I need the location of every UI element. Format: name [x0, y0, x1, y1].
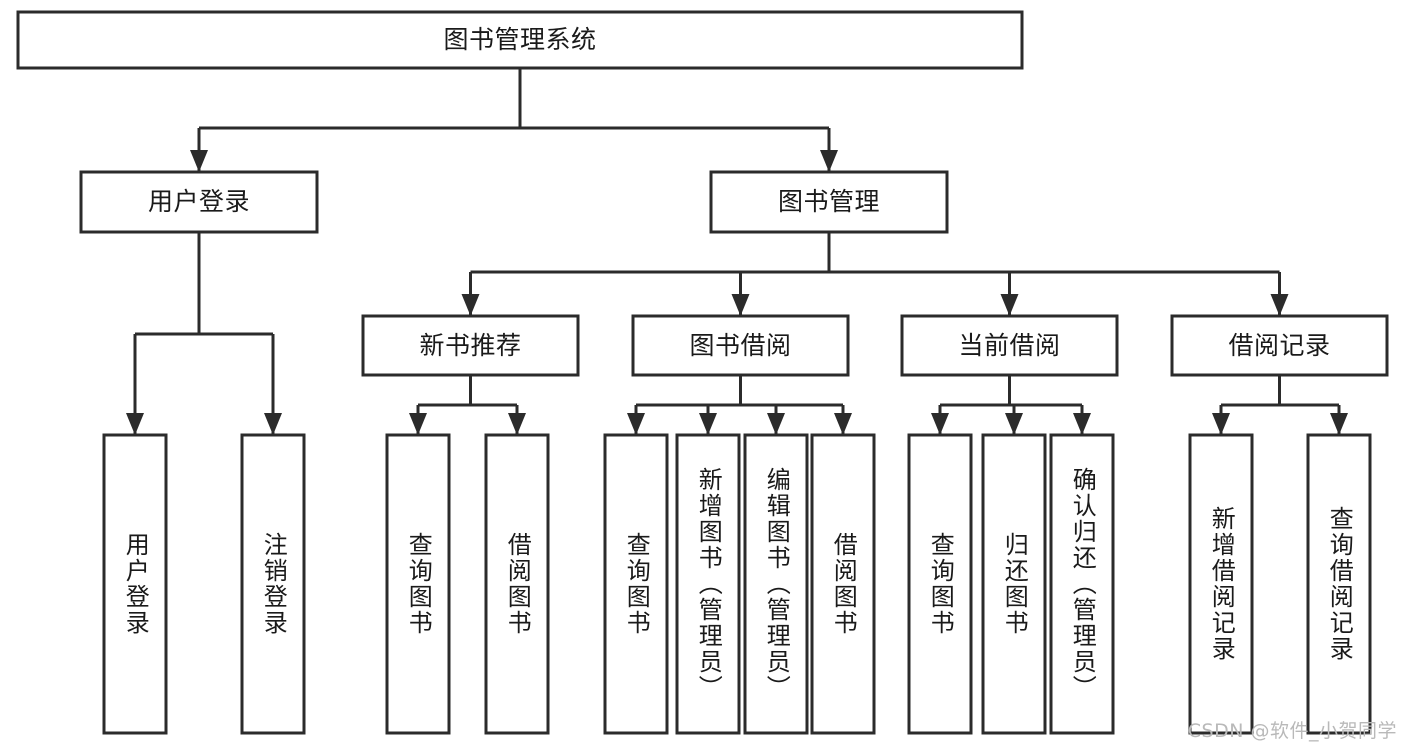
node-box-leaf-add-record[interactable]: [1188, 433, 1254, 735]
node-box-leaf-confirm-return[interactable]: [1049, 433, 1115, 735]
node-box-current-borrow[interactable]: [900, 314, 1119, 377]
arrow-head-icon-leaf-user-login: [126, 413, 144, 435]
arrow-head-icon-leaf-user-logout: [264, 413, 282, 435]
node-box-new-book-rec[interactable]: [361, 314, 580, 377]
arrow-head-icon-leaf-edit-book: [767, 413, 785, 435]
node-box-leaf-borrow-book-rec[interactable]: [484, 433, 550, 735]
arrow-head-icon-leaf-query-record: [1330, 413, 1348, 435]
arrow-head-icon-leaf-query-book-rec: [409, 413, 427, 435]
node-box-leaf-query-book-rec[interactable]: [385, 433, 451, 735]
node-box-book-borrow[interactable]: [631, 314, 850, 377]
connector-layer: [126, 68, 1348, 435]
node-box-leaf-borrow-book[interactable]: [810, 433, 876, 735]
node-box-leaf-user-logout[interactable]: [240, 433, 306, 735]
arrow-head-icon-leaf-query-book-borrow: [627, 413, 645, 435]
node-box-leaf-user-login[interactable]: [102, 433, 168, 735]
arrow-head-icon-book-borrow: [731, 294, 750, 316]
arrow-head-icon-new-book-rec: [461, 294, 480, 316]
arrow-head-icon-user-login: [190, 150, 208, 172]
node-box-layer: [16, 10, 1389, 735]
node-box-leaf-add-book[interactable]: [675, 433, 741, 735]
arrow-head-icon-borrow-record: [1270, 294, 1289, 316]
watermark-text: CSDN @软件_小贺同学: [1187, 720, 1397, 742]
node-box-borrow-record[interactable]: [1170, 314, 1389, 377]
arrow-head-icon-book-manage: [820, 150, 838, 172]
node-box-leaf-edit-book[interactable]: [743, 433, 809, 735]
arrow-head-icon-leaf-add-book: [699, 413, 717, 435]
arrow-head-icon-leaf-query-book-cur: [931, 413, 949, 435]
arrow-head-icon-leaf-confirm-return: [1073, 413, 1091, 435]
arrow-head-icon-leaf-borrow-book: [834, 413, 852, 435]
node-box-leaf-query-book-borrow[interactable]: [603, 433, 669, 735]
node-box-root[interactable]: [16, 10, 1024, 70]
node-box-leaf-query-book-cur[interactable]: [907, 433, 973, 735]
node-box-user-login[interactable]: [79, 170, 319, 234]
node-box-leaf-return-book[interactable]: [981, 433, 1047, 735]
arrow-head-icon-leaf-borrow-book-rec: [508, 413, 526, 435]
arrow-head-icon-leaf-return-book: [1005, 413, 1023, 435]
arrow-head-icon-current-borrow: [1000, 294, 1019, 316]
node-box-book-manage[interactable]: [709, 170, 949, 234]
arrow-head-icon-leaf-add-record: [1212, 413, 1230, 435]
node-box-leaf-query-record[interactable]: [1306, 433, 1372, 735]
